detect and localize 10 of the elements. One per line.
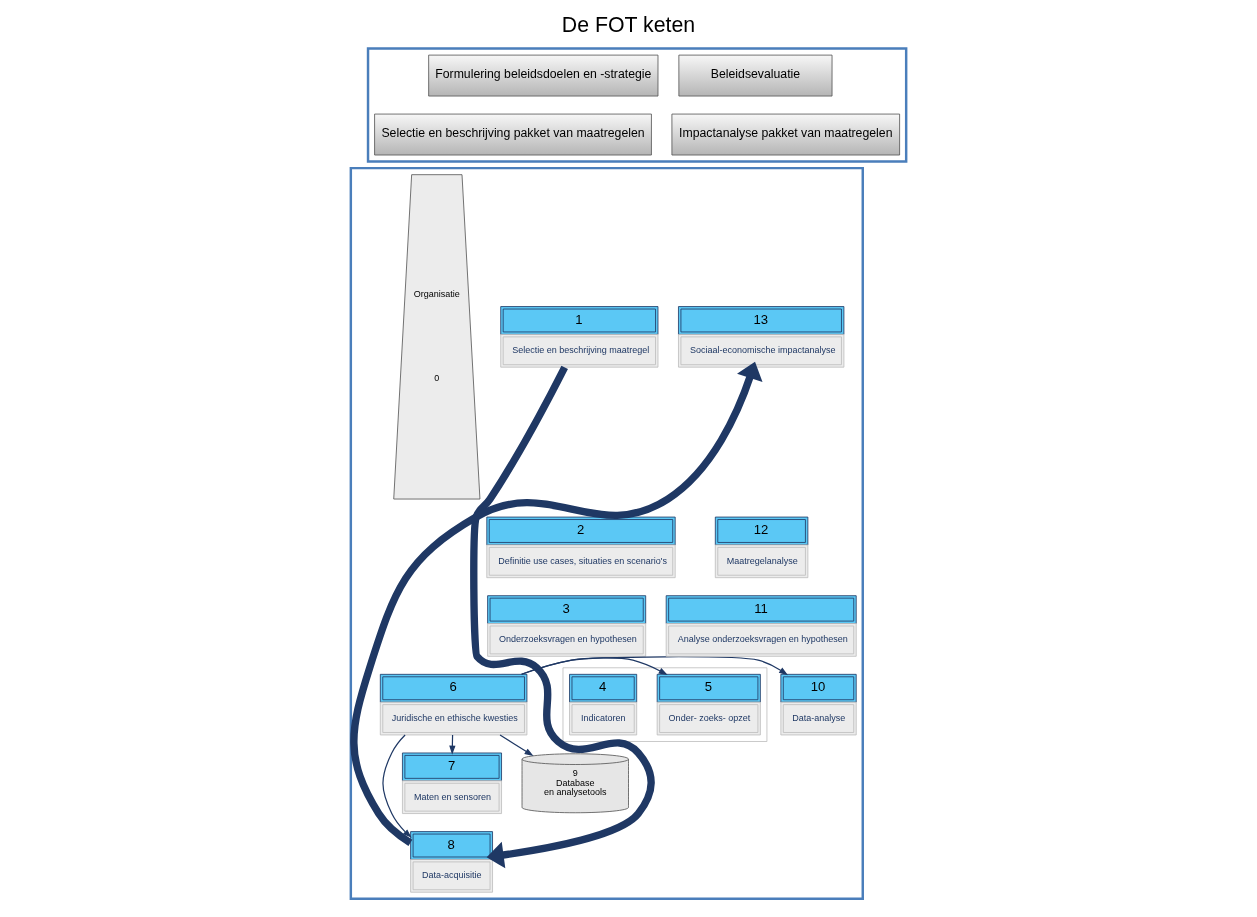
arrow	[350, 361, 763, 846]
cluster	[366, 47, 908, 163]
arrow	[382, 734, 412, 838]
node-box: Beleidsevaluatie	[678, 54, 833, 97]
node-box: Selectie en beschrijving pakket van maatregelen	[374, 113, 652, 156]
diagram-title: De FOT keten	[561, 13, 696, 37]
arrow	[470, 365, 655, 869]
node-box: Impactanalyse pakket van maatregelen	[671, 113, 901, 156]
arrow	[499, 734, 534, 757]
node-box: Formulering beleidsdoelen en -strategie	[428, 54, 659, 97]
